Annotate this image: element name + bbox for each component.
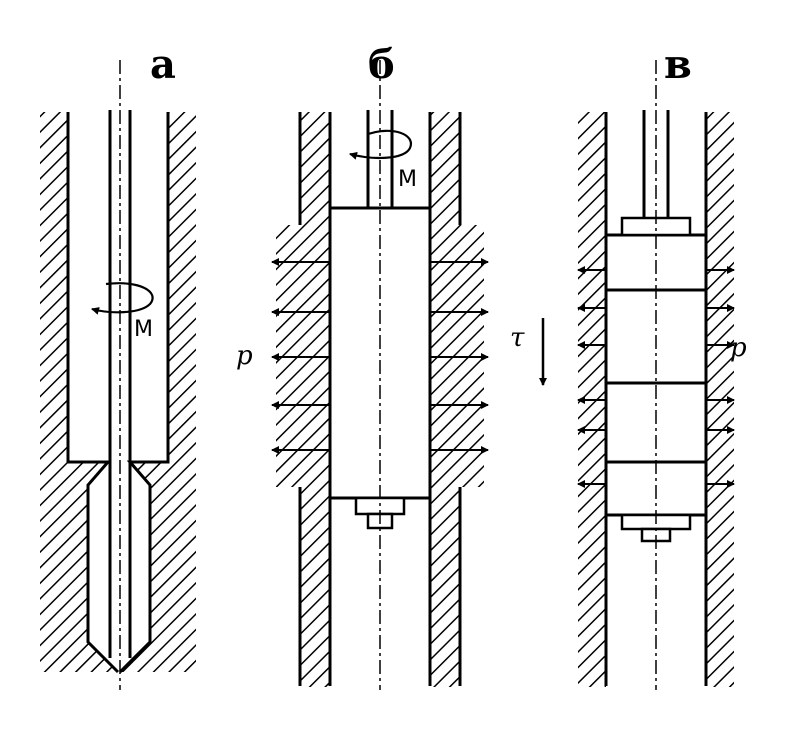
panel-label-b: б: [368, 41, 395, 88]
panel-label-v: в: [664, 41, 692, 88]
moment-label-b: М: [398, 167, 417, 192]
moment-arrow-b: [349, 129, 413, 160]
rock-lower-left: [40, 462, 118, 672]
pressure-label-b: p: [236, 341, 253, 371]
moment-label-a: М: [134, 317, 153, 342]
rock-wall-right: [168, 112, 196, 462]
shear-label-v: τ: [510, 323, 525, 353]
rock-lower-right: [120, 462, 196, 672]
pressure-arrows-b: [271, 258, 489, 454]
moment-arrow-a: [91, 282, 154, 315]
panel-a: М а: [40, 41, 196, 690]
pressure-label-v: p: [730, 333, 747, 363]
panel-label-a: а: [150, 41, 176, 88]
panel-b: М p б: [236, 41, 489, 690]
panel-v: τ p в: [510, 41, 747, 690]
pressure-arrows-v: [577, 266, 735, 488]
rock-wall-left: [40, 112, 68, 462]
